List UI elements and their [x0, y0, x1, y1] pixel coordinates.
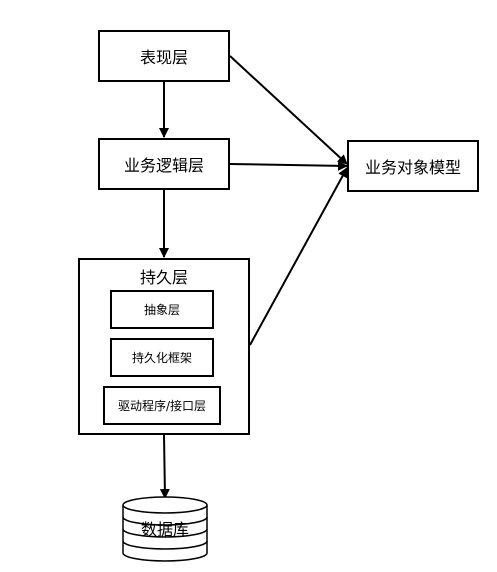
presentation-layer-label: 表现层: [139, 48, 188, 67]
database-label: 数据库: [140, 520, 189, 539]
database-cylinder-icon: [122, 496, 208, 562]
edge-persistence-to-database: [159, 434, 170, 499]
edge-persistence-to-model: [249, 167, 348, 346]
business-object-model-label: 业务对象模型: [364, 158, 461, 177]
persistence-layer-label: 持久层: [139, 268, 188, 287]
edge-presentation-to-model: [229, 55, 348, 165]
presentation-layer-node: 表现层: [98, 30, 230, 82]
abstraction-layer-label: 抽象层: [143, 303, 180, 317]
driver-interface-layer-label: 驱动程序/接口层: [117, 399, 207, 413]
persistence-framework-node: 持久化框架: [110, 338, 214, 377]
edge-logic-to-model: [229, 160, 348, 171]
business-object-model-node: 业务对象模型: [347, 140, 479, 192]
business-logic-layer-label: 业务逻辑层: [123, 156, 204, 175]
abstraction-layer-node: 抽象层: [110, 290, 214, 329]
business-logic-layer-node: 业务逻辑层: [98, 138, 230, 190]
driver-interface-layer-node: 驱动程序/接口层: [103, 386, 221, 425]
persistence-framework-label: 持久化框架: [131, 351, 192, 365]
